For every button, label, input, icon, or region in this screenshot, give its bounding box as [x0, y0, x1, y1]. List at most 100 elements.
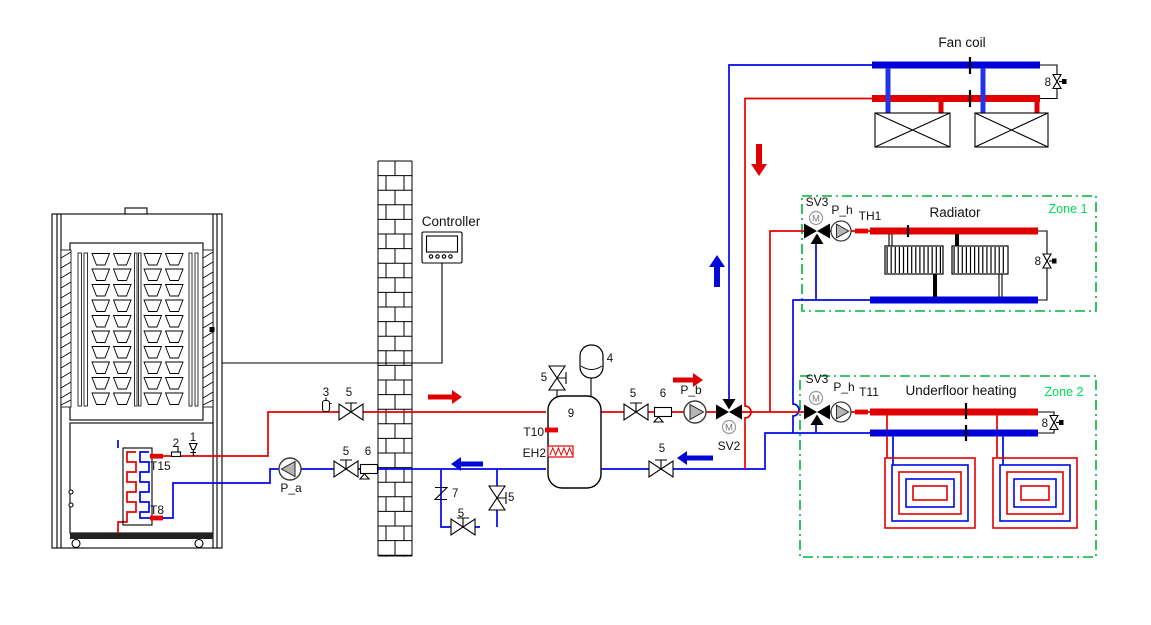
radiator-circuit	[870, 225, 1058, 304]
component-2-label: 2	[173, 438, 179, 450]
fan-coil-return-arrow	[751, 144, 767, 176]
pump-ph-label: P_h	[831, 203, 852, 217]
safety-valve-icon	[188, 442, 198, 456]
controller-screen	[425, 235, 459, 253]
zone1-label: Zone 1	[1049, 202, 1088, 216]
motor-actuator-icon	[808, 390, 824, 406]
balancing-valve-icon	[1049, 414, 1065, 431]
check-label: 6	[365, 446, 371, 458]
valve-sv2-icon	[716, 399, 742, 420]
drain-valve-icon	[488, 485, 507, 511]
pump-ph-zone2-icon	[830, 401, 852, 423]
fan-coil-title: Fan coil	[938, 35, 985, 50]
controller-button	[441, 254, 447, 259]
shutoff-label: 5	[508, 492, 514, 504]
balancing-valve-icon	[1042, 253, 1058, 269]
pump-ph-label: P_h	[833, 380, 854, 394]
check-valve-icon	[359, 463, 379, 480]
motor-label: M	[812, 214, 820, 225]
shutoff-label: 5	[659, 443, 665, 455]
balancing-valve-icon	[1052, 73, 1068, 90]
buffer-tank	[545, 365, 602, 489]
sv3-label: SV3	[806, 372, 829, 386]
filter-icon	[433, 486, 449, 501]
expansion-vessel	[579, 344, 604, 397]
balance-label: 8	[1035, 256, 1041, 268]
brick-wall	[374, 160, 416, 573]
underfloor-title: Underfloor heating	[905, 383, 1016, 398]
fan-coil-circuit	[872, 57, 1068, 148]
radiator-title: Radiator	[929, 205, 981, 220]
motor-label: M	[812, 394, 820, 405]
sensor-th1-probe	[855, 228, 868, 234]
fan-coil-supply-arrow	[709, 255, 725, 287]
balance-label: 8	[1042, 418, 1048, 430]
shutoff-label: 5	[346, 387, 352, 399]
controller-wire	[222, 263, 443, 364]
sv2-label: SV2	[718, 439, 741, 453]
return-piping	[117, 64, 1004, 528]
flow-arrows	[428, 144, 767, 471]
supply-flow-arrow	[428, 390, 462, 404]
zone1-border	[801, 195, 1097, 312]
drain-valve-icon	[450, 517, 476, 536]
check-label: 6	[660, 388, 666, 400]
air-vent-icon	[321, 397, 332, 413]
heater-eh2-label: EH2	[523, 446, 547, 460]
motor-label: M	[725, 423, 733, 434]
vessel-label: 4	[607, 353, 614, 365]
sensor-t8-label: T8	[150, 503, 164, 517]
hx-refrigerant-coil	[117, 451, 137, 533]
sensor-t15-probe	[150, 453, 163, 459]
component-1-label: 1	[190, 432, 196, 444]
controller-label: Controller	[422, 214, 481, 229]
zone2-border	[799, 375, 1097, 558]
return-flow-arrow	[677, 451, 713, 465]
sensor-t10-label: T10	[523, 425, 544, 439]
fitting-2-icon	[170, 445, 182, 458]
shutoff-valve-icon	[333, 459, 359, 478]
pump-pa-label: P_a	[280, 481, 302, 495]
valve-sv3-zone1-icon	[804, 223, 830, 244]
controller	[421, 231, 463, 264]
shutoff-label: 5	[541, 372, 547, 384]
motor-actuator-icon	[721, 419, 737, 435]
pump-ph-zone1-icon	[830, 220, 852, 242]
heat-pump-unit	[51, 207, 223, 549]
shutoff-label: 5	[630, 388, 636, 400]
motor-actuator-icon	[808, 210, 824, 226]
electric-heater-eh2	[547, 445, 574, 458]
heat-exchanger	[122, 447, 153, 526]
hx-water-coil	[139, 451, 152, 519]
sensor-t11-label: T11	[859, 385, 879, 399]
sensor-t10-probe	[545, 427, 558, 433]
floor-loop	[992, 457, 1078, 529]
sv3-label: SV3	[806, 195, 829, 209]
sensor-th1-label: TH1	[859, 209, 882, 223]
louver-slats	[77, 252, 199, 407]
valve-sv3-zone2-icon	[804, 404, 830, 425]
shutoff-valve-icon	[338, 402, 364, 421]
sensor-t15-label: T15	[150, 459, 171, 473]
sensor-t11-probe	[855, 409, 868, 415]
pump-pa-icon	[278, 457, 302, 481]
controller-button	[448, 254, 453, 259]
return-flow-arrow	[451, 457, 483, 471]
filter-label: 7	[452, 488, 458, 500]
shutoff-valve-icon	[623, 402, 649, 421]
air-vent-label: 3	[323, 387, 329, 399]
controller-button	[428, 254, 434, 259]
shutoff-label: 5	[458, 508, 464, 520]
tank-label: 9	[568, 408, 574, 420]
pump-pb-label: P_b	[680, 383, 702, 397]
tank-vent-valve-icon	[548, 365, 567, 391]
controller-button	[435, 254, 440, 259]
balance-label: 8	[1045, 77, 1051, 89]
sensor-t8-probe	[150, 515, 163, 521]
radiator-unit	[884, 245, 944, 275]
supply-flow-arrow	[673, 373, 703, 387]
floor-loop	[884, 457, 976, 529]
underfloor-circuit	[870, 403, 1078, 529]
